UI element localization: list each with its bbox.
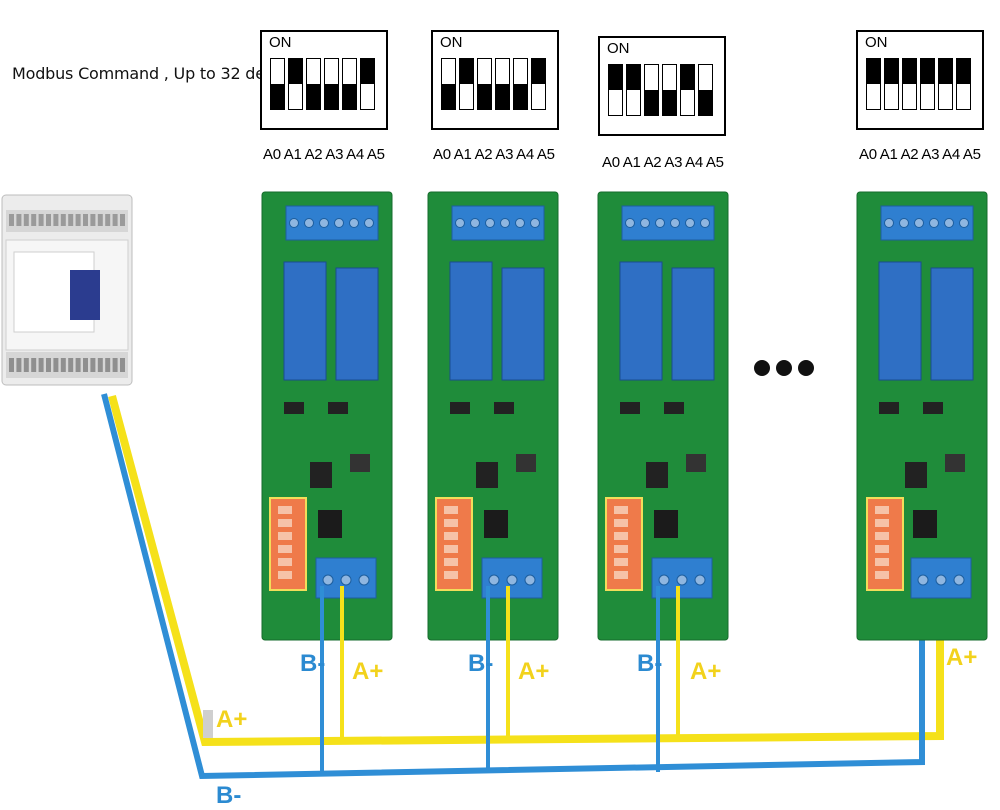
dip-on-label: ON — [269, 34, 292, 51]
relay-board-3 — [597, 191, 729, 772]
dip-switch-a3 — [662, 64, 677, 116]
address-bit-labels: A0 A1 A2 A3 A4 A5 — [433, 146, 555, 163]
ic-chip — [476, 462, 498, 488]
bus-a-label: A+ — [216, 706, 248, 733]
dip-on-label: ON — [865, 34, 888, 51]
b-minus-label: B- — [637, 650, 663, 677]
relay-board-2 — [427, 191, 559, 772]
dip-switch-a3 — [495, 58, 510, 110]
dip-switch-a1 — [288, 58, 303, 110]
dip-switch-a1 — [459, 58, 474, 110]
dip-switch-a0 — [441, 58, 456, 110]
dip-switch-a4 — [513, 58, 528, 110]
relay-2 — [501, 267, 545, 381]
dip-on-label: ON — [607, 40, 630, 57]
relay-2 — [335, 267, 379, 381]
dip-switch-a2 — [902, 58, 917, 110]
dip-switch-a5 — [956, 58, 971, 110]
address-dip-switch-3: ON — [598, 36, 726, 136]
b-minus-label: B- — [300, 650, 326, 677]
diagram-title: Modbus Command , Up to 32 devices — [12, 64, 305, 83]
relay-terminal-block — [880, 205, 974, 241]
b-minus-trunk-wire — [101, 393, 925, 780]
address-dip-switch-2: ON — [431, 30, 559, 130]
ic-chip — [310, 462, 332, 488]
relay-terminal-block — [285, 205, 379, 241]
address-bit-labels: A0 A1 A2 A3 A4 A5 — [859, 146, 981, 163]
relay-2 — [930, 267, 974, 381]
dip-switch-a2 — [477, 58, 492, 110]
ic-chip — [905, 462, 927, 488]
address-bit-labels: A0 A1 A2 A3 A4 A5 — [602, 154, 724, 171]
dip-switch-a4 — [938, 58, 953, 110]
dip-switch-a5 — [360, 58, 375, 110]
address-dip-switch-1: ON — [260, 30, 388, 130]
relay-2 — [671, 267, 715, 381]
relay-1 — [878, 261, 922, 381]
address-dip-switch-4: ON — [856, 30, 984, 130]
dip-switch-a4 — [342, 58, 357, 110]
dip-switch-a2 — [306, 58, 321, 110]
a-plus-label: A+ — [352, 658, 384, 685]
relay-terminal-block — [621, 205, 715, 241]
dip-switch-a0 — [270, 58, 285, 110]
more-dots-icon — [754, 360, 814, 376]
dip-switch-a1 — [884, 58, 899, 110]
relay-1 — [449, 261, 493, 381]
a-plus-label: A+ — [946, 644, 978, 671]
a-plus-label: A+ — [518, 658, 550, 685]
relay-1 — [283, 261, 327, 381]
rs485-bus — [101, 393, 944, 780]
ic-chip — [646, 462, 668, 488]
dip-switch-a0 — [866, 58, 881, 110]
dip-on-label: ON — [440, 34, 463, 51]
dip-switch-a3 — [324, 58, 339, 110]
address-bit-labels: A0 A1 A2 A3 A4 A5 — [263, 146, 385, 163]
bus-b-label: B- — [216, 782, 242, 809]
dip-switch-a2 — [644, 64, 659, 116]
relay-board-4 — [856, 191, 988, 641]
dip-switch-a3 — [920, 58, 935, 110]
b-minus-label: B- — [468, 650, 494, 677]
a-plus-label: A+ — [690, 658, 722, 685]
relay-1 — [619, 261, 663, 381]
relay-board-1 — [261, 191, 393, 772]
dip-switch-a5 — [531, 58, 546, 110]
a-plus-trunk-wire — [108, 394, 944, 747]
plc-controller-icon — [1, 194, 133, 386]
dip-switch-a0 — [608, 64, 623, 116]
dip-switch-a4 — [680, 64, 695, 116]
relay-terminal-block — [451, 205, 545, 241]
dip-switch-a5 — [698, 64, 713, 116]
dip-switch-a1 — [626, 64, 641, 116]
